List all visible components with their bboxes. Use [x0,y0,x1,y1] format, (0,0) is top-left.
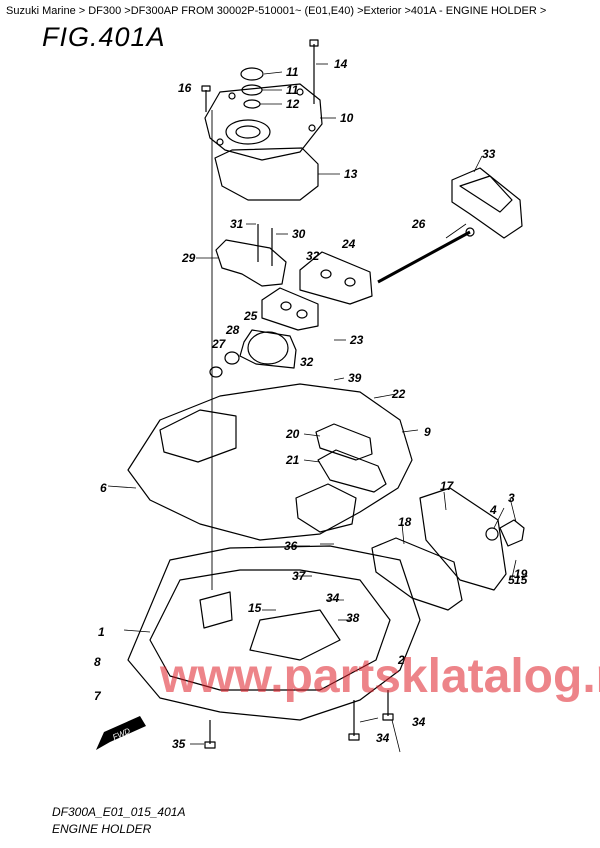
callout-22: 22 [391,387,406,401]
callout-10: 10 [340,111,354,125]
callout-12: 12 [286,97,300,111]
callout-27: 27 [211,337,227,351]
callout-8: 8 [94,655,101,669]
engine-holder-base [127,545,421,721]
seal-27 [209,366,223,378]
callout-5: 5 [508,573,515,587]
cover-20 [315,423,373,461]
callout-31: 31 [230,217,244,231]
breadcrumb[interactable]: Suzuki Marine > DF300 >DF300AP FROM 3000… [6,5,547,17]
callout-14: 14 [334,57,348,71]
callout-6: 6 [100,481,107,495]
fwd-arrow: FWD [96,716,146,750]
callout-11a: 11 [286,65,299,79]
callout-9: 9 [424,425,431,439]
callout-39: 39 [348,371,362,385]
callout-3: 3 [508,491,515,505]
callout-32b: 32 [300,355,314,369]
oil-seal-a [240,67,264,81]
cover-gasket-21 [317,449,387,493]
callout-21: 21 [285,453,300,467]
seal-28 [224,351,240,365]
through-bolt [377,230,471,284]
spacer-plate [261,287,319,331]
callout-38: 38 [346,611,360,625]
cover-seal [225,119,271,145]
callout-13: 13 [344,167,358,181]
callout-19: 19 [514,567,528,581]
callout-29: 29 [181,251,196,265]
callout-24: 24 [341,237,356,251]
callout-34b: 34 [412,715,426,729]
cap-3 [499,519,525,547]
callout-17: 17 [440,479,455,493]
callout-25: 25 [243,309,258,323]
main-gasket [127,383,413,541]
cap-4 [485,527,499,541]
callout-20: 20 [285,427,300,441]
callout-15a: 15 [248,601,262,615]
callout-30: 30 [292,227,306,241]
callout-36: 36 [284,539,298,553]
callout-35: 35 [172,737,186,751]
callout-26: 26 [411,217,426,231]
callout-7: 7 [94,689,102,703]
rubber-pad [299,251,373,305]
drawing-name: ENGINE HOLDER [52,822,152,836]
cover-gasket [214,147,319,201]
callout-4: 4 [489,503,497,517]
callout-15b: 15 [514,573,528,587]
callout-23: 23 [349,333,364,347]
engine-mount [239,329,297,369]
callout-34c: 34 [376,731,390,745]
figure-title: FIG.401A [42,22,166,52]
callout-11b: 11 [286,83,299,97]
callout-labels: 1 2 3 4 5 6 7 8 9 10 11 11 12 13 14 15 1… [94,57,528,751]
callout-34a: 34 [326,591,340,605]
side-holder [419,487,507,591]
watermark-text: www.partsklatalog.ru [159,650,600,703]
holder-plate [451,167,523,239]
callout-32a: 32 [306,249,320,263]
o-ring [243,99,261,109]
callout-37: 37 [292,569,307,583]
callout-33: 33 [482,147,496,161]
callout-28: 28 [225,323,240,337]
drawing-code: DF300A_E01_015_401A [52,805,186,819]
side-gasket [371,537,463,611]
callout-18: 18 [398,515,412,529]
callout-16: 16 [178,81,192,95]
mount-bracket [215,239,287,287]
callout-2: 2 [397,653,405,667]
callout-1: 1 [98,625,105,639]
